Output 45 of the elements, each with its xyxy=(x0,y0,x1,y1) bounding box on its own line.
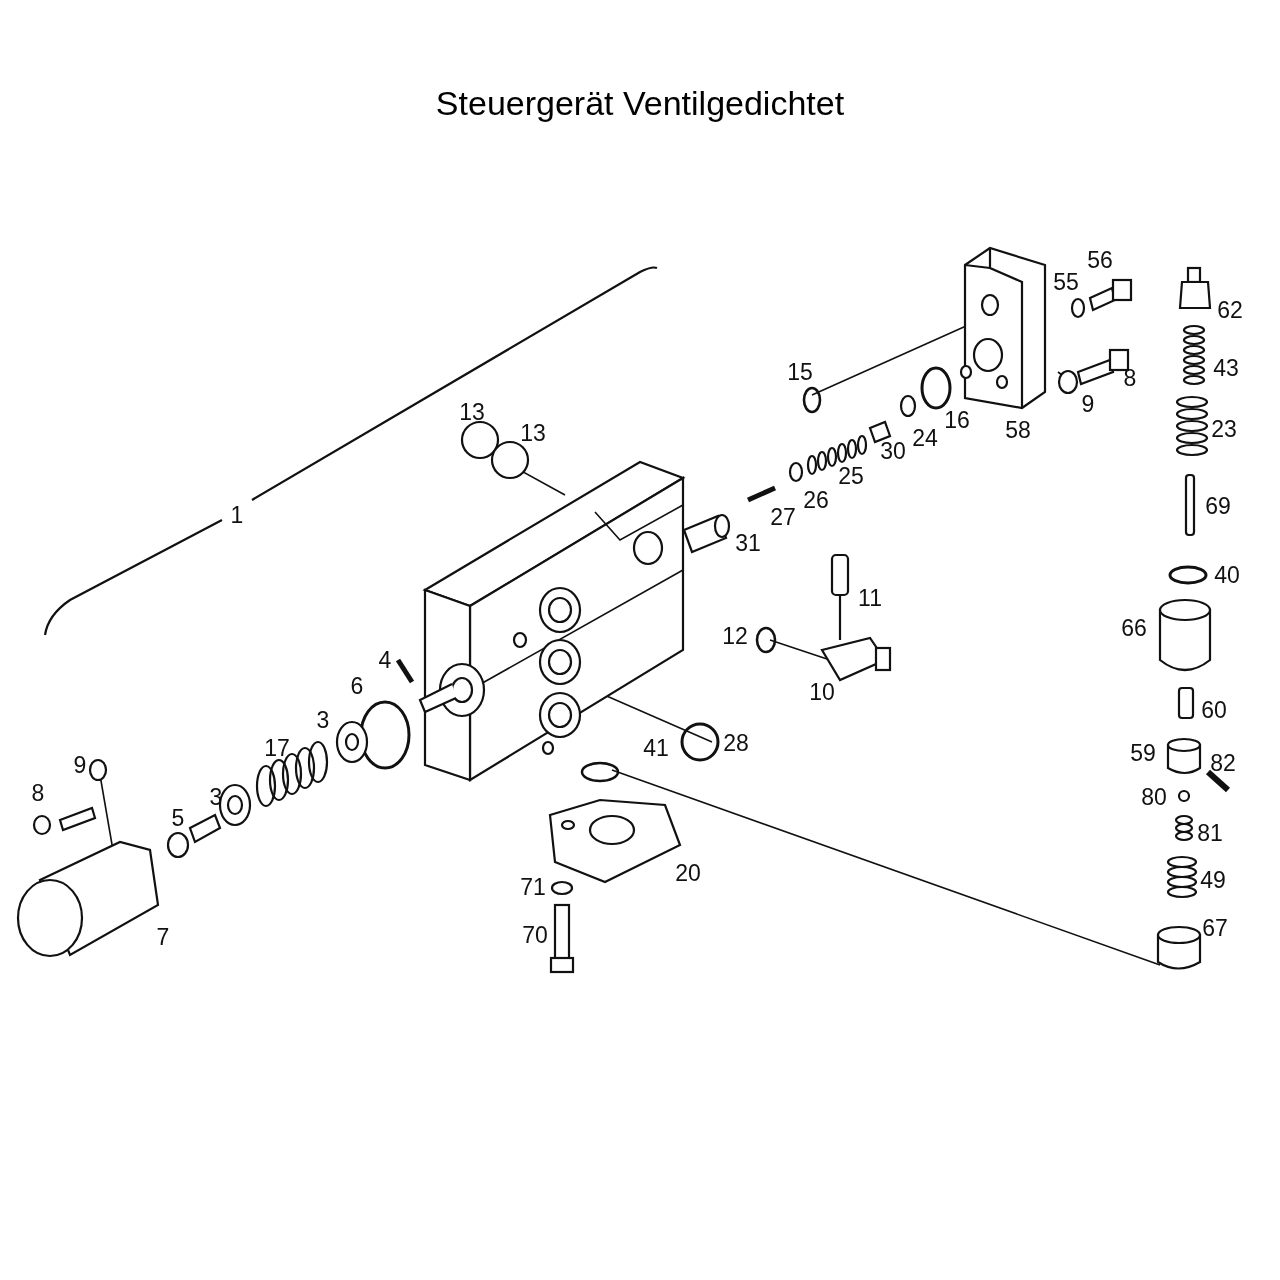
callout-number: 24 xyxy=(912,426,938,450)
callout-number: 9 xyxy=(73,753,87,777)
callout-number: 13 xyxy=(459,400,485,424)
callout-number: 82 xyxy=(1210,751,1236,775)
callout-number: 81 xyxy=(1197,821,1223,845)
callout-number: 23 xyxy=(1211,417,1237,441)
callout-number: 8 xyxy=(31,781,45,805)
callout-number: 12 xyxy=(722,624,748,648)
callout-number: 41 xyxy=(643,736,669,760)
callout-number: 1 xyxy=(230,503,244,527)
callout-number: 26 xyxy=(803,488,829,512)
callout-number: 62 xyxy=(1217,298,1243,322)
callout-number: 43 xyxy=(1213,356,1239,380)
callout-number: 80 xyxy=(1141,785,1167,809)
callout-number: 3 xyxy=(316,708,330,732)
callout-number: 13 xyxy=(520,421,546,445)
callout-number: 7 xyxy=(156,925,170,949)
callout-number: 40 xyxy=(1214,563,1240,587)
callout-number: 59 xyxy=(1130,741,1156,765)
callout-number: 27 xyxy=(770,505,796,529)
callout-number: 28 xyxy=(723,731,749,755)
callout-number: 60 xyxy=(1201,698,1227,722)
callout-number: 5 xyxy=(171,806,185,830)
callout-number: 69 xyxy=(1205,494,1231,518)
diagram-title: Steuergerät Ventilgedichtet xyxy=(434,84,846,123)
callout-number: 71 xyxy=(520,875,546,899)
callout-number: 55 xyxy=(1053,270,1079,294)
callout-number: 70 xyxy=(522,923,548,947)
callout-number: 17 xyxy=(264,736,290,760)
callout-number: 31 xyxy=(735,531,761,555)
callout-number: 4 xyxy=(378,648,392,672)
callout-number: 9 xyxy=(1081,392,1095,416)
callout-number: 20 xyxy=(675,861,701,885)
callout-number: 6 xyxy=(350,674,364,698)
callout-number: 10 xyxy=(809,680,835,704)
callout-number: 15 xyxy=(787,360,813,384)
callout-number: 30 xyxy=(880,439,906,463)
callout-number: 66 xyxy=(1121,616,1147,640)
callout-number: 56 xyxy=(1087,248,1113,272)
callout-number: 25 xyxy=(838,464,864,488)
callout-number: 16 xyxy=(944,408,970,432)
callout-number: 49 xyxy=(1200,868,1226,892)
callout-number: 11 xyxy=(858,586,882,610)
callout-number: 58 xyxy=(1005,418,1031,442)
callout-number: 67 xyxy=(1202,916,1228,940)
